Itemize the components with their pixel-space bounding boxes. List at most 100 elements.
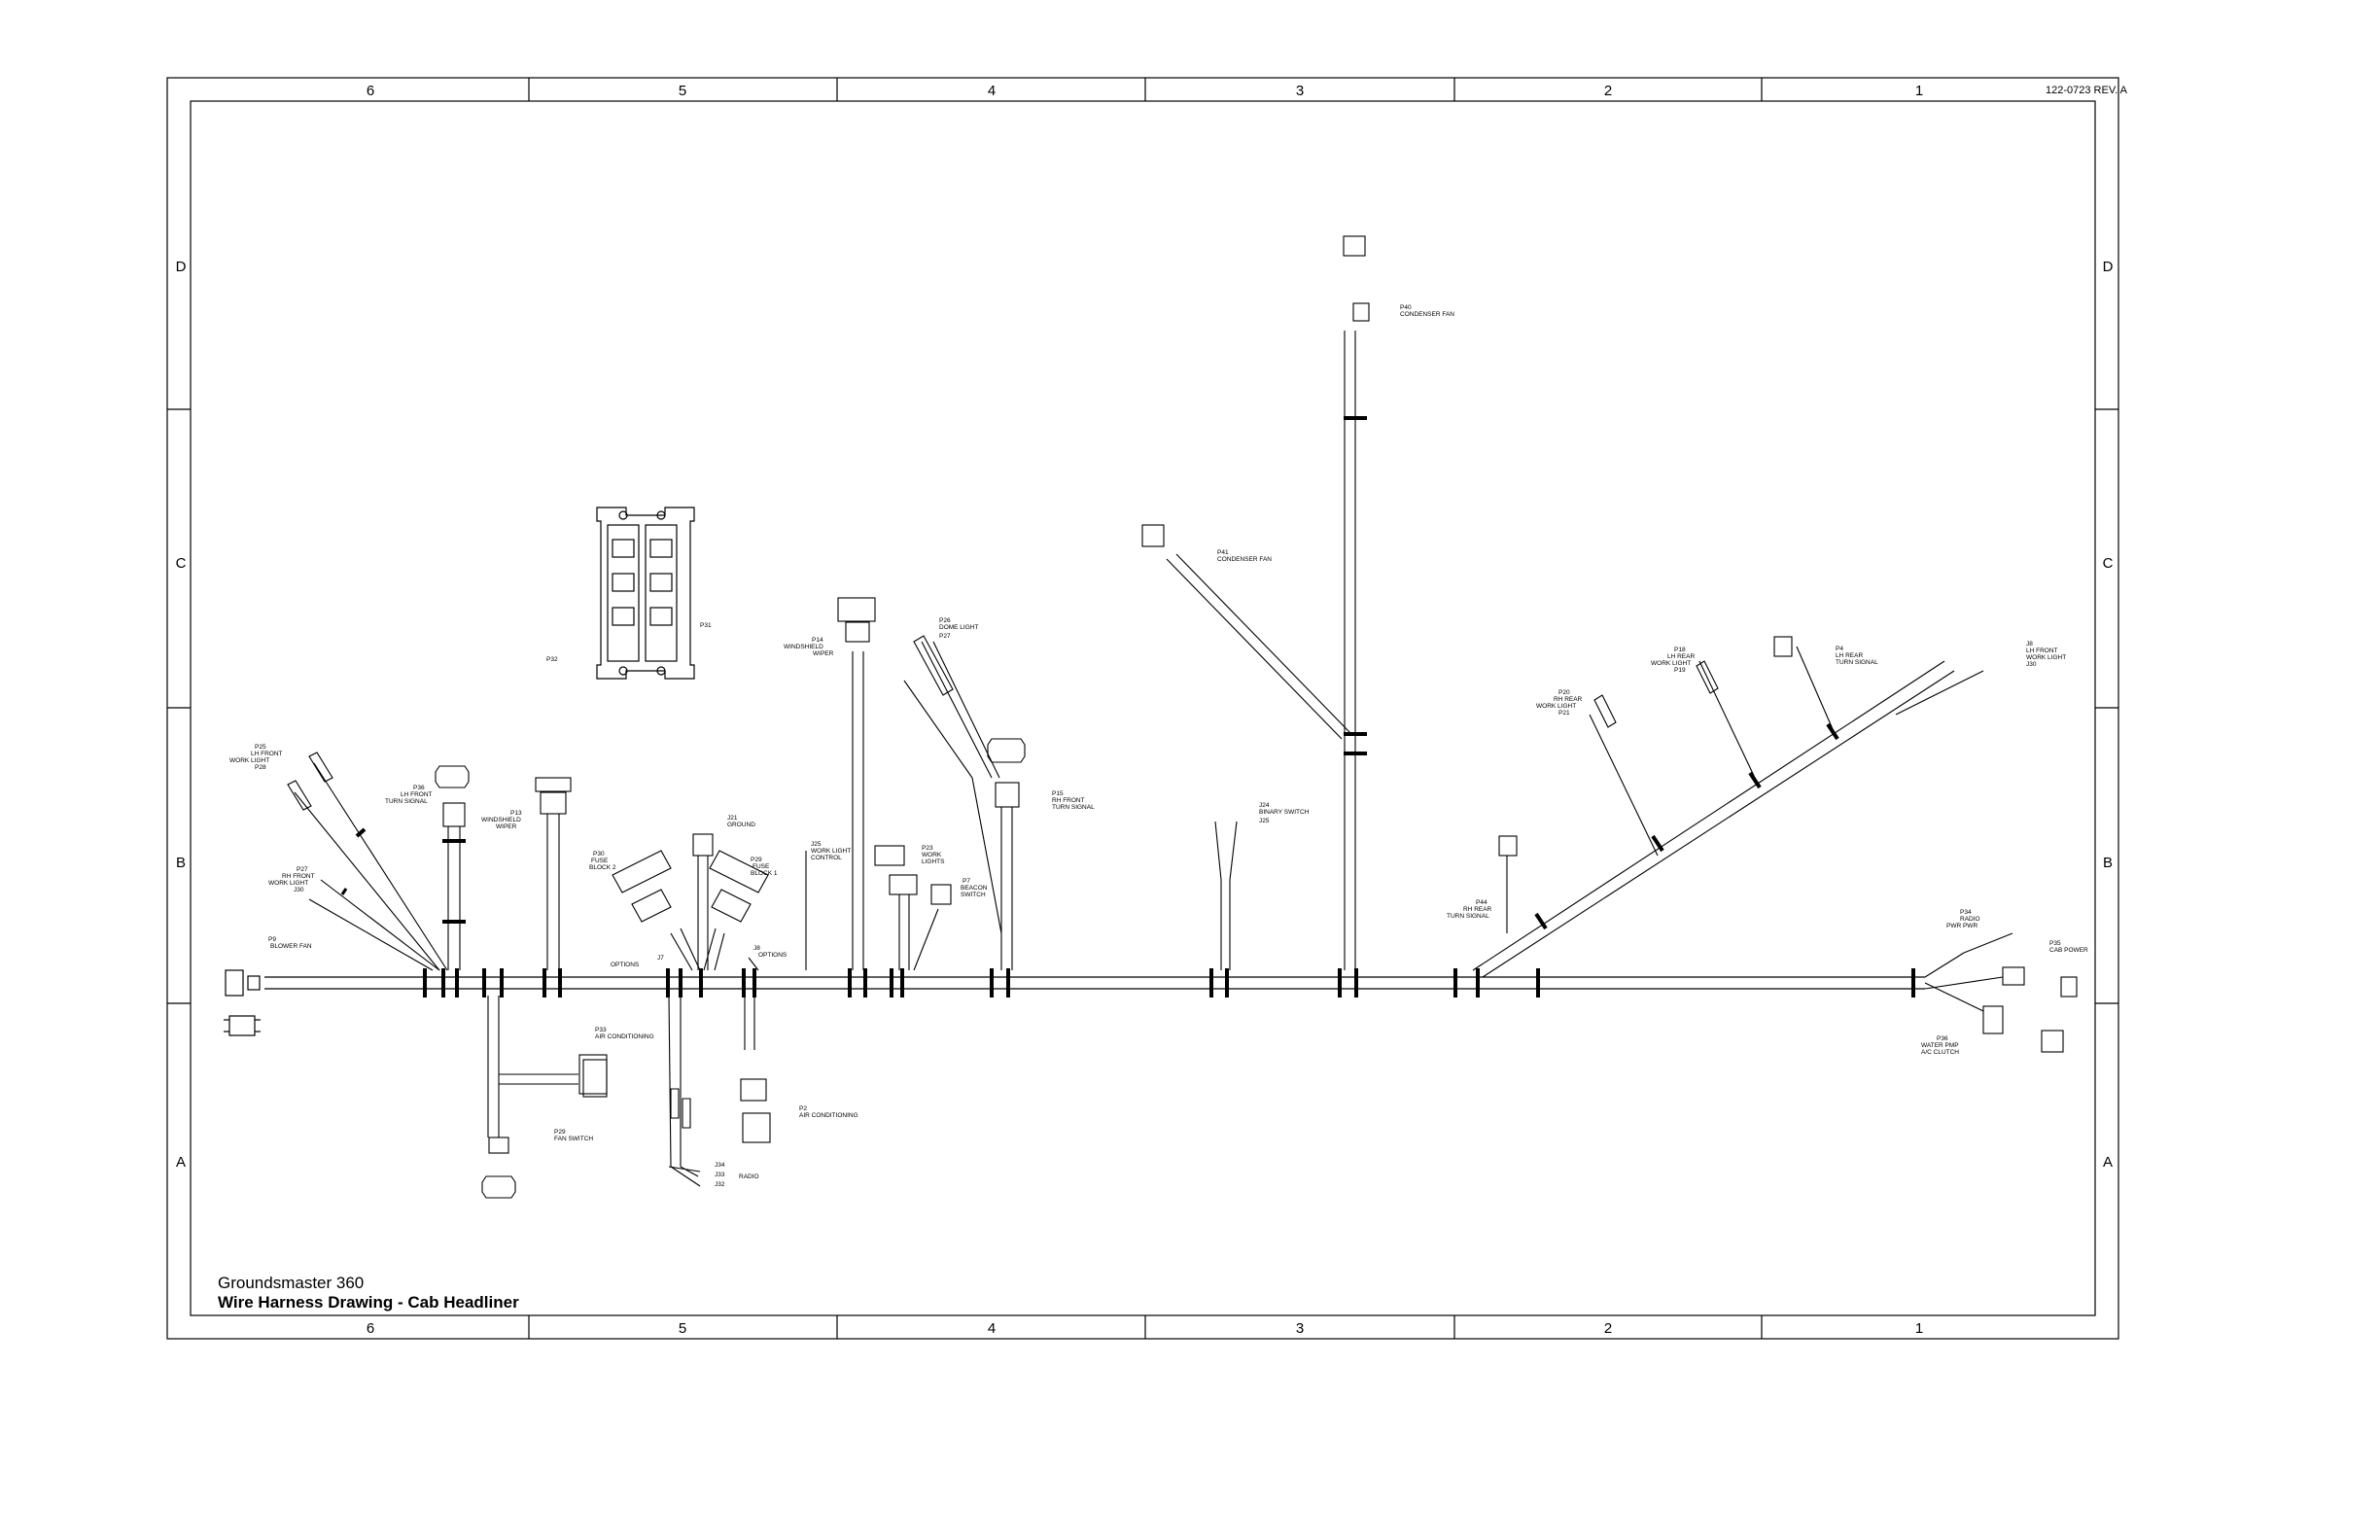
label: J25 <box>1259 818 1270 824</box>
label: FAN SWITCH <box>554 1136 593 1142</box>
label: P29 <box>554 1129 566 1136</box>
label: P29 <box>751 857 762 863</box>
label: P25 <box>255 744 266 751</box>
label: J30 <box>2026 661 2037 668</box>
label: J25 <box>811 841 822 848</box>
branch-windshield-wiper-1 <box>535 777 572 970</box>
label: P34 <box>1960 909 1972 916</box>
label: FUSE <box>752 863 770 870</box>
label: RH REAR <box>1554 696 1583 703</box>
label: A/C CLUTCH <box>1921 1049 1959 1056</box>
label: P32 <box>546 656 558 663</box>
branch-binary-switch <box>1214 821 1238 970</box>
label: BLOCK 2 <box>589 864 616 871</box>
label: RH FRONT <box>282 873 315 880</box>
label: BLOCK 1 <box>751 870 778 877</box>
connector-labels: P25 LH FRONT WORK LIGHT P28 P36 LH FRONT… <box>229 304 2088 1188</box>
col-label: 2 <box>1604 83 1612 99</box>
label: J32 <box>715 1181 725 1188</box>
branch-condenser-fan-2 <box>1141 524 1352 740</box>
label: TURN SIGNAL <box>1447 913 1489 920</box>
label: LH REAR <box>1667 653 1695 660</box>
label: RH FRONT <box>1052 797 1085 804</box>
col-label: 1 <box>1915 83 1923 99</box>
blower-fan-connector <box>224 969 261 1036</box>
label: WINDSHIELD <box>784 644 823 650</box>
label: WORK LIGHT <box>1651 660 1691 667</box>
label: TURN SIGNAL <box>385 798 428 805</box>
label: RADIO <box>739 1173 759 1180</box>
label: P20 <box>1558 689 1570 696</box>
label: P7 <box>962 878 970 885</box>
label: PWR PWR <box>1946 923 1978 929</box>
label: RH REAR <box>1463 906 1492 913</box>
label: P41 <box>1217 549 1229 556</box>
col-label: 1 <box>1915 1320 1923 1337</box>
branch-windshield-wiper-2 <box>805 597 876 970</box>
row-label: D <box>2103 259 2114 275</box>
col-label: 6 <box>367 83 374 99</box>
label: P18 <box>1674 647 1686 653</box>
row-label: C <box>2103 555 2114 572</box>
label: P44 <box>1476 899 1488 906</box>
branch-dome-light <box>874 635 1000 971</box>
product-name: Groundsmaster 360 <box>218 1274 365 1292</box>
label: P4 <box>1836 646 1843 652</box>
label: GROUND <box>727 822 755 828</box>
branch-cab-power <box>1924 932 2078 1053</box>
row-label: D <box>176 259 187 275</box>
col-label: 6 <box>367 1320 374 1337</box>
fuse-blocks <box>596 507 695 680</box>
label: AIR CONDITIONING <box>799 1112 858 1119</box>
label: RADIO <box>1960 916 1980 923</box>
label: WIPER <box>813 650 834 657</box>
label: P30 <box>593 851 605 858</box>
label: WINDSHIELD <box>481 817 521 823</box>
label: LIGHTS <box>922 858 945 865</box>
label: SWITCH <box>961 892 986 898</box>
col-label: 2 <box>1604 1320 1612 1337</box>
label: TURN SIGNAL <box>1836 659 1878 666</box>
label: BLOWER FAN <box>270 943 312 950</box>
label: FUSE <box>591 858 609 864</box>
label: WATER PMP <box>1921 1042 1959 1049</box>
drawing-frame <box>166 77 2119 1340</box>
label: P14 <box>812 637 823 644</box>
label: WORK LIGHT <box>229 757 269 764</box>
col-label: 3 <box>1296 1320 1304 1337</box>
label: P28 <box>255 764 266 771</box>
row-label: B <box>176 855 186 871</box>
label: P31 <box>700 622 712 629</box>
label: J34 <box>715 1162 725 1169</box>
label: P40 <box>1400 304 1412 311</box>
label: P23 <box>922 845 933 852</box>
row-label: C <box>176 555 187 572</box>
label: P26 <box>939 617 951 624</box>
label: P2 <box>799 1105 807 1112</box>
label: P33 <box>595 1027 607 1033</box>
col-label: 4 <box>988 83 996 99</box>
label: J21 <box>727 815 738 822</box>
branch-radio <box>668 995 771 1187</box>
label: LH FRONT <box>251 751 283 757</box>
col-label: 4 <box>988 1320 996 1337</box>
trunk-clips <box>423 968 1915 998</box>
label: WORK LIGHT <box>1536 703 1576 710</box>
label: P21 <box>1558 710 1570 717</box>
branch-lh-front-turn <box>435 765 470 970</box>
label: WORK <box>922 852 942 858</box>
label: AIR CONDITIONING <box>595 1033 654 1040</box>
row-label: A <box>176 1154 186 1171</box>
row-label: B <box>2103 855 2113 871</box>
label: P15 <box>1052 790 1064 797</box>
label: LH FRONT <box>2026 648 2058 654</box>
label: P35 <box>2049 940 2061 947</box>
label: OPTIONS <box>611 962 640 968</box>
label: OPTIONS <box>758 952 788 959</box>
label: CONTROL <box>811 855 842 861</box>
col-label: 3 <box>1296 83 1304 99</box>
label: BEACON <box>961 885 988 892</box>
row-label: A <box>2103 1154 2113 1171</box>
document-number: 122-0723 REV. A <box>2046 85 2127 96</box>
